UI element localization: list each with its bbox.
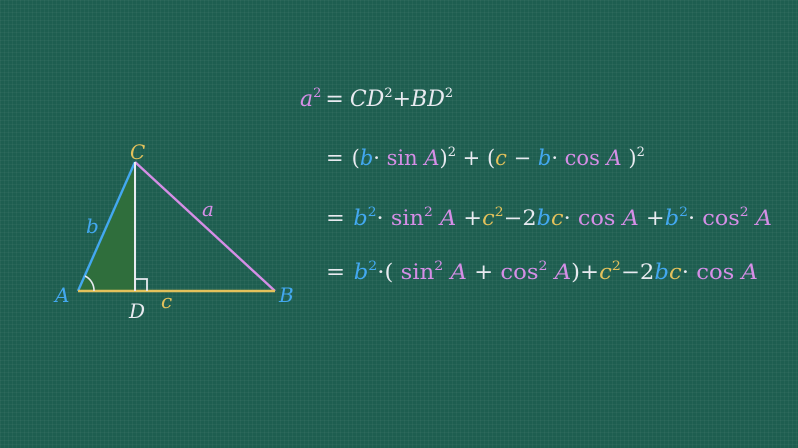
right-angle-mark xyxy=(135,278,148,291)
side-label-c: c xyxy=(161,289,172,313)
side-label-b: b xyxy=(86,214,99,238)
vertex-label-b: B xyxy=(278,283,294,307)
vertex-label-c: C xyxy=(130,140,145,164)
side-ac xyxy=(76,161,137,292)
triangle-figure: C A B D b a c xyxy=(53,140,294,323)
vertex-label-a: A xyxy=(53,283,69,307)
side-label-a: a xyxy=(202,197,214,221)
angle-a-arc xyxy=(84,275,95,292)
vertex-label-d: D xyxy=(128,299,145,323)
equation-line-2: =(b· sin A)2 + (c − b· cos A )2 xyxy=(326,145,645,170)
equation-line-1: a2=CD2+BD2 xyxy=(300,86,453,112)
side-cb xyxy=(134,161,276,292)
